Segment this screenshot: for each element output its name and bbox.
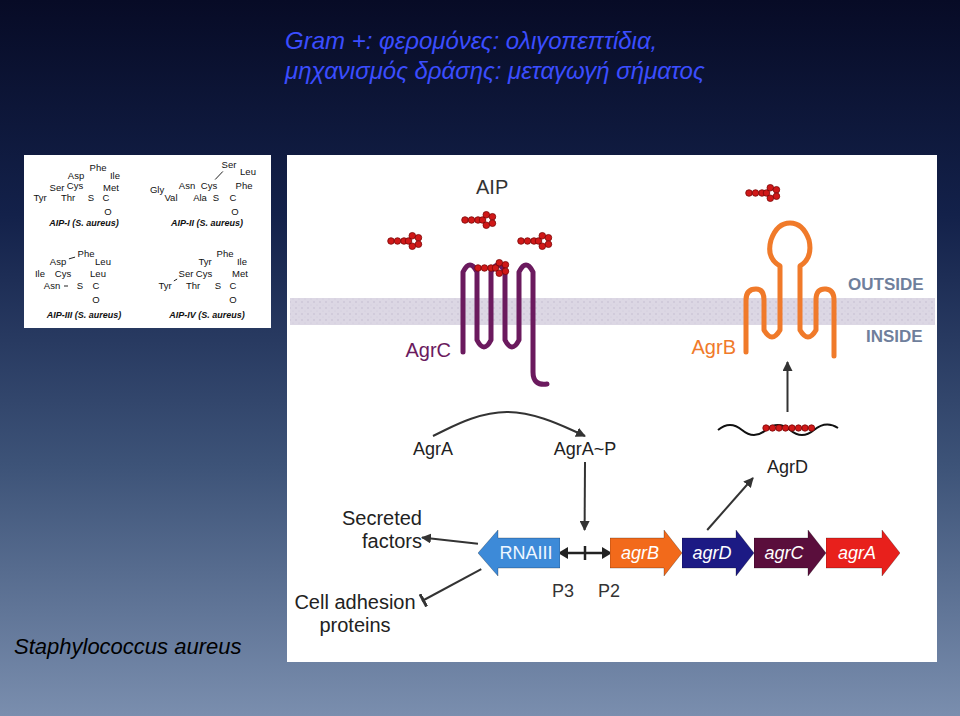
activation-arrow [433,412,585,436]
protein-name: AgrB [692,336,736,359]
node-text: AgrD [767,457,808,478]
peptide-bonds [64,171,223,286]
residue-label: Leu [240,167,256,177]
residue-label: Tyr [33,193,46,203]
protein-name: AgrC [405,339,451,362]
residue-label: S [77,281,83,291]
residue-label: Ile [35,269,45,279]
residue-label: S [213,193,219,203]
residue-label: Ser [179,269,194,279]
species-caption: Staphylococcus aureus [14,634,241,660]
main-panel [287,155,937,662]
residue-label: Phe [236,181,253,191]
residue-label: Thr [61,193,75,203]
activation-arrow [787,362,789,412]
peptide-beads [763,425,815,431]
membrane [290,298,935,325]
ligand-label: AIP [476,176,508,198]
structure-caption: AIP-I (S. aureus) [49,219,119,229]
activation-arrow [707,478,753,530]
residue-label: Cys [196,269,212,279]
aip-panel [24,155,271,328]
gene-arrow: RNAIII [478,530,560,576]
activation-arrow [584,462,586,530]
side-label: OUTSIDE [848,276,924,295]
promoter-label: P2 [598,582,620,602]
title-box: Gram +: φερομόνες: ολιγοπεπτίδια, μηχανι… [177,26,857,86]
promoter-label: P3 [552,582,574,602]
residue-label: Leu [90,269,106,279]
residue-label: Asp [68,171,84,181]
residue-label: C [103,193,110,203]
gene-arrow: agrC [754,530,826,576]
node-text: agrA [838,543,876,564]
activation-arrow [422,538,478,544]
residue-label: O [104,207,111,217]
residue-label: C [93,281,100,291]
residue-label: Asn [44,281,60,291]
residue-label: Met [103,183,119,193]
residue-label: Asn [179,181,195,191]
residue-label: C [230,281,237,291]
node-text: Secreted factors [326,507,422,553]
residue-label: Leu [95,257,111,267]
residue-label: S [88,193,94,203]
residue-label: Ile [110,171,120,181]
agrc-receptor [463,265,547,384]
transporter-agrb: AgrB [740,218,835,362]
residue-label: Val [164,193,177,203]
output-label: Cell adhesion proteins [288,588,422,640]
residue-label: Ala [193,193,207,203]
residue-label: O [92,295,99,305]
residue-label: Tyr [158,281,171,291]
peptide-agrd: AgrD [730,412,845,478]
protein-label: AgrA~P [546,436,624,462]
residue-label: S [215,281,221,291]
node-text: agrD [692,543,731,564]
residue-label: Ile [237,257,247,267]
receptor-agrc: AgrC [455,255,552,392]
residue-label: Ser [222,160,237,170]
protein-label: AgrA [406,436,460,462]
node-text: RNAIII [499,543,552,564]
structure-caption: AIP-IV (S. aureus) [169,311,245,321]
inhibition-line [422,569,481,601]
residue-label: O [229,295,236,305]
residue-label: C [230,193,237,203]
residue-label: Met [232,269,248,279]
residue-label: Phe [217,249,234,259]
slide-title: Gram +: φερομόνες: ολιγοπεπτίδια, μηχανι… [285,27,705,84]
residue-label: Cys [67,181,83,191]
residue-label: Tyr [198,257,211,267]
promoter-line [558,546,612,560]
structure-caption: AIP-III (S. aureus) [47,311,122,321]
residue-label: Cys [55,269,71,279]
gene-arrow: agrD [682,530,754,576]
structure-caption: AIP-II (S. aureus) [171,219,243,229]
residue-label: Phe [78,249,95,259]
residue-label: Thr [186,281,200,291]
output-label: Secreted factors [326,505,422,555]
agrd-peptide [718,424,838,435]
residue-label: Cys [201,181,217,191]
aip-molecules [388,184,780,276]
agrb-protein [746,223,834,356]
residue-label: Asp [50,257,66,267]
gene-arrow: agrB [610,530,682,576]
side-label: INSIDE [866,328,923,347]
gene-arrow: agrA [826,530,900,576]
node-text: agrC [764,543,803,564]
residue-label: O [231,207,238,217]
node-text: AgrA [406,439,460,460]
node-text: AgrA~P [546,439,624,460]
node-text: Cell adhesion proteins [288,591,422,637]
residue-label: Phe [90,163,107,173]
residue-label: Gly [150,185,164,195]
node-text: agrB [621,543,659,564]
residue-label: Ser [50,183,65,193]
